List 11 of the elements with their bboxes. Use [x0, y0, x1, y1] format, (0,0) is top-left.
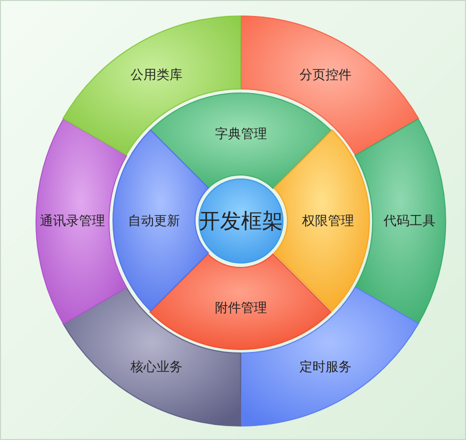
segment-label: 附件管理 [214, 300, 267, 317]
segment-label: 通讯录管理 [40, 213, 105, 230]
segment-label: 代码工具 [383, 213, 436, 230]
segment-label: 分页控件 [299, 67, 352, 84]
segment-label: 核心业务 [130, 358, 183, 376]
segment-label: 自动更新 [128, 212, 180, 230]
segment-label: 权限管理 [302, 212, 354, 230]
segment-label: 公用类库 [130, 67, 183, 84]
segment-label: 字典管理 [214, 126, 267, 143]
center-label: 开发框架 [199, 208, 283, 235]
segment-label: 定时服务 [299, 358, 352, 376]
